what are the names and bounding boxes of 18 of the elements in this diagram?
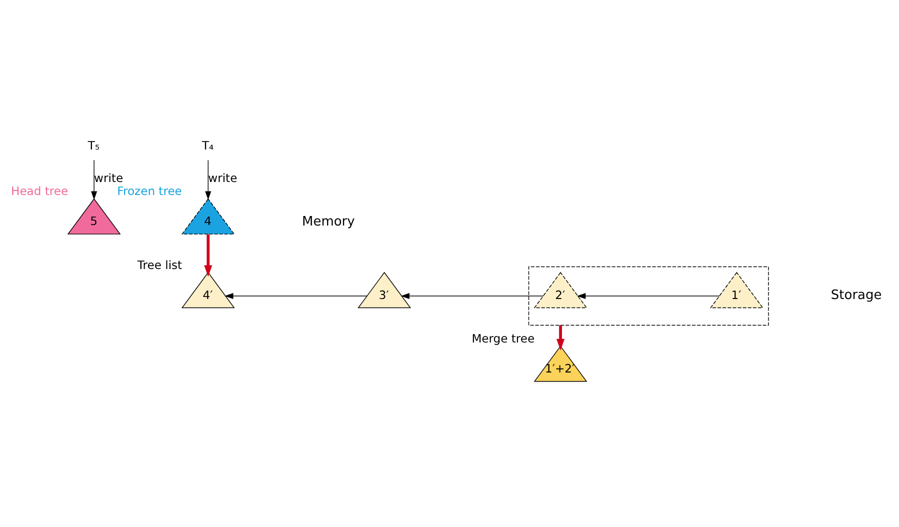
node-label: Head tree (11, 184, 68, 198)
arrow (556, 325, 565, 350)
arrow (576, 292, 720, 300)
label: Memory (302, 214, 355, 230)
node-label: Tree list (137, 258, 182, 272)
arrow (204, 234, 212, 277)
arrow (400, 292, 544, 300)
node-label: Frozen tree (117, 184, 182, 198)
node-text: T₅ (88, 138, 100, 153)
arrow (205, 160, 212, 200)
edge-label: write (208, 171, 238, 186)
node-label: Merge tree (472, 331, 535, 346)
label: Storage (830, 288, 882, 304)
edge-label: write (94, 171, 124, 186)
node-text: T₄ (202, 138, 214, 153)
arrow (91, 160, 98, 200)
cluster (528, 266, 769, 326)
arrow (224, 292, 368, 300)
